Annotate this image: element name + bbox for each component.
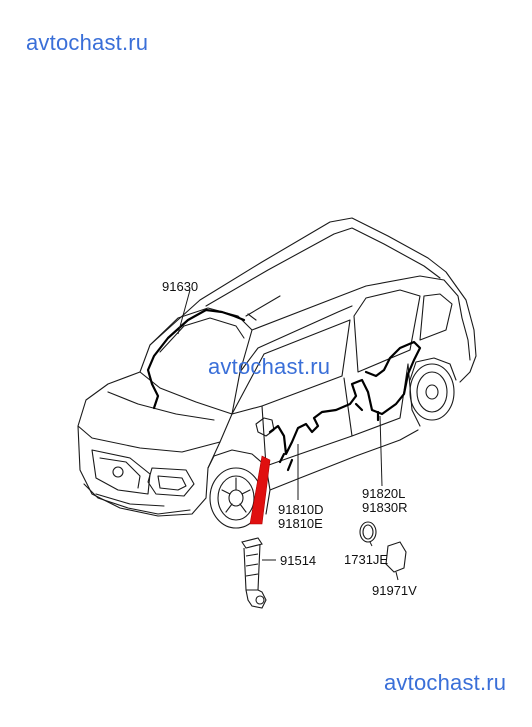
part-label-1731JE[interactable]: 1731JE: [344, 552, 389, 567]
wiring-harness: [146, 308, 422, 472]
watermark-center: avtochast.ru: [208, 354, 331, 379]
loose-parts: [241, 521, 407, 609]
part-label-91514[interactable]: 91514: [280, 553, 317, 568]
car-body-outline: [77, 217, 477, 529]
leader-lines: [177, 289, 399, 581]
highlighted-harness-section: [249, 455, 271, 525]
watermark-top: avtochast.ru: [26, 30, 149, 55]
part-label-91810D[interactable]: 91810D: [278, 502, 324, 517]
part-label-91820L[interactable]: 91820L: [362, 486, 406, 501]
part-label-91810E[interactable]: 91810E: [278, 516, 323, 531]
part-label-91971V[interactable]: 91971V: [372, 583, 417, 598]
part-label-91830R[interactable]: 91830R: [362, 500, 408, 515]
part-label-91630[interactable]: 91630: [162, 279, 199, 294]
watermark-bottom: avtochast.ru: [384, 670, 507, 695]
